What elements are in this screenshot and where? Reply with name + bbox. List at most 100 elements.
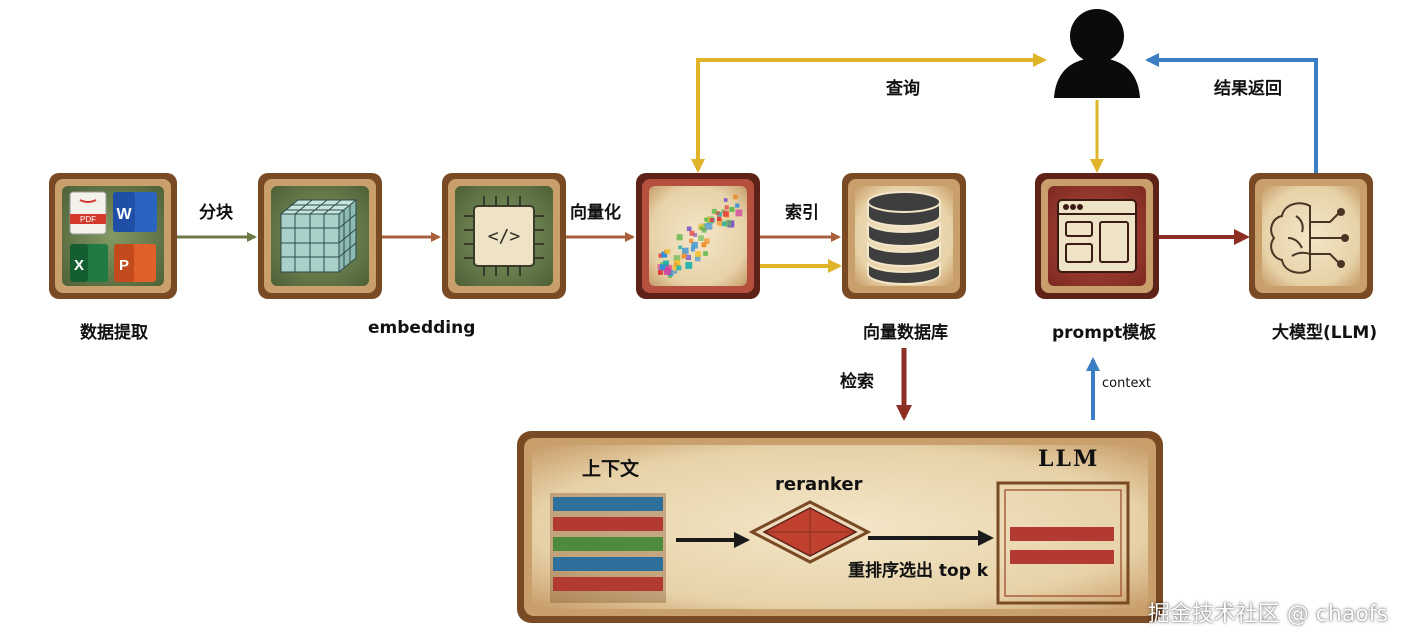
embedding-point [733, 194, 738, 200]
llm-panel-title: LLM [1038, 446, 1100, 472]
embedding-point [673, 255, 681, 262]
index-label: 索引 [785, 203, 819, 223]
embedding-point [735, 209, 743, 217]
embedding-point [695, 251, 701, 257]
embedding-point [674, 260, 681, 267]
chunk-bar [553, 517, 663, 531]
chunk-bar [553, 537, 663, 551]
context-label: context [1102, 376, 1151, 391]
chunk-bar [553, 577, 663, 591]
embedding-point [666, 264, 673, 271]
embedding-point [689, 230, 695, 236]
vector-db-label: 向量数据库 [863, 323, 948, 343]
embedding-point [672, 265, 678, 271]
reranker-diamond [748, 500, 872, 564]
embedding-point [724, 219, 732, 227]
embedding-point [690, 247, 695, 252]
embedding-point [722, 221, 727, 227]
rerank-panel [517, 431, 1163, 623]
embedding-points-icon [657, 194, 743, 278]
embedding-point [660, 262, 665, 267]
vector-scatter-node [636, 173, 760, 299]
embedding-point [729, 206, 735, 212]
embedding-point [691, 241, 698, 249]
embedding-point [724, 205, 729, 210]
embedding-point [717, 211, 722, 217]
prompt-template-label: prompt模板 [1052, 323, 1157, 343]
data-extract-node: PDF W X P [49, 173, 177, 299]
topk-bar [1010, 527, 1114, 541]
embedding-point [716, 219, 724, 226]
embedding-point [701, 227, 707, 233]
embedding-point [658, 270, 663, 275]
embedding-node [258, 173, 382, 299]
chunk-bar [553, 557, 663, 571]
return-result-label: 结果返回 [1214, 79, 1282, 99]
embedding-point [685, 262, 693, 269]
embedding-point [722, 210, 729, 217]
embedding-point [689, 238, 694, 243]
embedding-point [665, 249, 671, 254]
prompt-template-node [1035, 173, 1159, 299]
llm-label: 大模型(LLM) [1272, 323, 1378, 343]
cube-grid-icon [279, 198, 358, 274]
embedding-label: embedding [368, 318, 476, 338]
embedding-point [735, 203, 740, 208]
pdf-icon: PDF [69, 191, 107, 235]
template-window-icon [1057, 199, 1137, 273]
code-chip-icon: </> [464, 196, 544, 276]
topk-bar [1010, 550, 1114, 564]
chunk-bar [553, 497, 663, 511]
embedding-point [723, 198, 728, 202]
flow-arrows [177, 53, 1318, 421]
powerpoint-icon: P [114, 244, 156, 282]
context-title: 上下文 [582, 458, 640, 480]
embedding-point [698, 235, 704, 241]
data-extract-label: 数据提取 [80, 323, 148, 343]
brain-circuit-icon [1270, 202, 1349, 274]
context-chunks [550, 493, 666, 603]
embedding-point [703, 251, 708, 256]
embedding-point [701, 242, 707, 248]
vectorizer-chip-node: </> [442, 173, 566, 299]
embedding-point [705, 217, 711, 223]
word-icon: W [113, 192, 157, 232]
embedding-point [715, 211, 720, 216]
embedding-point [678, 245, 682, 250]
arrow-query [691, 58, 1040, 173]
embedding-point [659, 264, 665, 270]
embedding-point [681, 253, 687, 259]
embedding-point [676, 265, 682, 271]
arrow-return-result [1145, 53, 1318, 173]
llm-node [1249, 173, 1373, 299]
embedding-point [704, 238, 710, 244]
rerank-caption: 重排序选出 top k [848, 561, 989, 581]
svg-text:PDF: PDF [80, 215, 96, 224]
retrieve-label: 检索 [840, 372, 874, 392]
embedding-point [711, 208, 717, 214]
embedding-point [709, 218, 714, 223]
svg-text:</>: </> [488, 226, 521, 247]
vectorize-label: 向量化 [570, 203, 621, 223]
embedding-point [661, 263, 669, 271]
svg-text:P: P [119, 257, 129, 274]
embedding-point [661, 251, 668, 258]
topk-box [996, 481, 1130, 605]
svg-text:X: X [74, 257, 84, 274]
embedding-point [658, 253, 663, 258]
database-icon [867, 191, 941, 285]
user-icon [1054, 9, 1140, 98]
embedding-point [693, 233, 698, 237]
embedding-point [676, 234, 683, 241]
chunk-label: 分块 [199, 203, 233, 223]
excel-icon: X [70, 244, 108, 282]
embedding-point [663, 267, 671, 275]
embedding-point [685, 254, 691, 261]
watermark: 掘金技术社区 @ chaofs [1147, 602, 1388, 627]
embedding-point [695, 255, 701, 262]
embedding-point [663, 260, 669, 267]
embedding-point [673, 270, 677, 274]
vector-db-node [842, 173, 966, 299]
embedding-point [704, 217, 708, 222]
